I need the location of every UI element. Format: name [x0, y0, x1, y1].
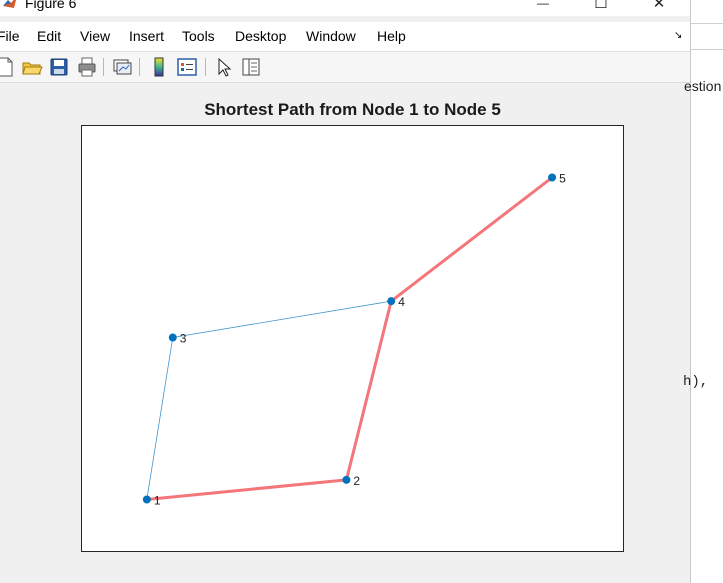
figure-window: Figure 6 — ☐ ✕ File Edit View Insert Too…: [0, 0, 691, 583]
print-icon[interactable]: [76, 56, 98, 78]
menu-bar: File Edit View Insert Tools Desktop Wind…: [0, 22, 690, 52]
legend-icon[interactable]: [176, 56, 198, 78]
menu-insert[interactable]: Insert: [129, 28, 165, 44]
open-file-icon[interactable]: [21, 56, 43, 78]
menu-help[interactable]: Help: [377, 28, 406, 44]
maximize-button[interactable]: ☐: [578, 0, 624, 14]
graph-node-5: [548, 173, 557, 182]
background-editor-window: [691, 0, 723, 583]
menu-tools[interactable]: Tools: [182, 28, 215, 44]
graph-node-2: [342, 475, 351, 484]
graph-node-label-1: 1: [154, 493, 161, 507]
close-button[interactable]: ✕: [636, 0, 682, 14]
graph-node-label-2: 2: [353, 474, 360, 488]
matlab-app-icon: [2, 0, 18, 10]
menu-desktop[interactable]: Desktop: [235, 28, 287, 44]
property-inspector-icon[interactable]: [240, 56, 262, 78]
graph-node-1: [142, 495, 151, 504]
graph-node-4: [387, 297, 396, 306]
background-code-text: h),: [683, 374, 709, 390]
background-input-field: [691, 23, 723, 50]
plot-axes[interactable]: 1 2 3 4 5: [81, 125, 624, 552]
graph-edge-4-5: [390, 176, 553, 303]
graph-node-label-4: 4: [398, 295, 405, 309]
plot-title: Shortest Path from Node 1 to Node 5: [204, 100, 501, 119]
save-icon[interactable]: [48, 56, 70, 78]
graph-node-label-5: 5: [559, 172, 566, 186]
toolbar-separator: [139, 58, 140, 76]
menu-edit[interactable]: Edit: [37, 28, 62, 44]
dock-arrow-icon[interactable]: ↘: [674, 30, 683, 41]
toolbar-separator: [205, 58, 206, 76]
graph-plot: 1 2 3 4 5: [142, 172, 566, 507]
colorbar-icon[interactable]: [148, 56, 170, 78]
menu-view[interactable]: View: [80, 28, 111, 44]
graph-edge-3-4: [172, 300, 392, 338]
edit-plot-icon[interactable]: [213, 56, 235, 78]
link-plot-icon[interactable]: [111, 56, 133, 78]
graph-node-3: [168, 333, 177, 342]
toolbar: [0, 52, 690, 83]
maximize-icon: ☐: [594, 0, 608, 12]
new-figure-icon[interactable]: [0, 56, 16, 78]
graph-edge-1-3: [146, 337, 174, 500]
window-title: Figure 6: [25, 0, 77, 11]
title-bar: Figure 6 — ☐ ✕: [0, 0, 690, 16]
background-text: estion: [684, 78, 722, 94]
close-icon: ✕: [652, 0, 666, 12]
menu-file[interactable]: File: [0, 28, 20, 44]
minimize-button[interactable]: —: [520, 0, 566, 14]
graph-node-label-3: 3: [180, 332, 187, 346]
toolbar-separator: [103, 58, 104, 76]
minimize-icon: —: [537, 0, 549, 10]
graph-edge-1-2: [146, 478, 347, 501]
graph-edge-2-4: [344, 300, 393, 481]
menu-window[interactable]: Window: [306, 28, 356, 44]
